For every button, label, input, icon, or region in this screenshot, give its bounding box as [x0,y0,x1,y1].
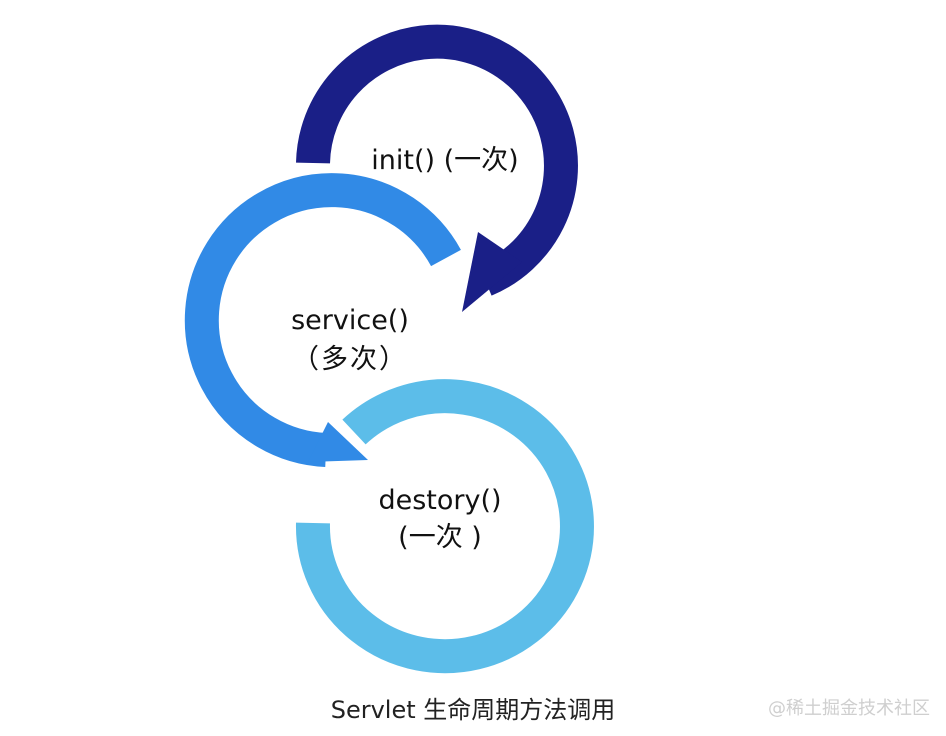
service-frequency-text: （多次） [292,344,408,376]
watermark-text: @稀土掘金技术社区 [768,698,930,719]
destroy-cycle-arc [295,379,594,674]
destroy-method-text: destory() [378,485,502,516]
init-arrow-head [462,232,522,312]
init-method-text: init() [371,145,436,176]
diagram-caption: Servlet 生命周期方法调用 [330,696,616,724]
init-frequency-text: (一次) [443,145,519,176]
init-stage-label: init() (一次) [350,145,540,176]
service-arrow-head [308,422,368,462]
destroy-stage-label: destory() (一次 ) [350,485,530,553]
service-method-text: service() [291,305,409,336]
init-cycle-arc [296,24,578,296]
service-stage-label: service() （多次） [270,305,430,375]
destroy-frequency-text: (一次 ) [398,522,482,554]
service-cycle-arc [184,173,461,467]
